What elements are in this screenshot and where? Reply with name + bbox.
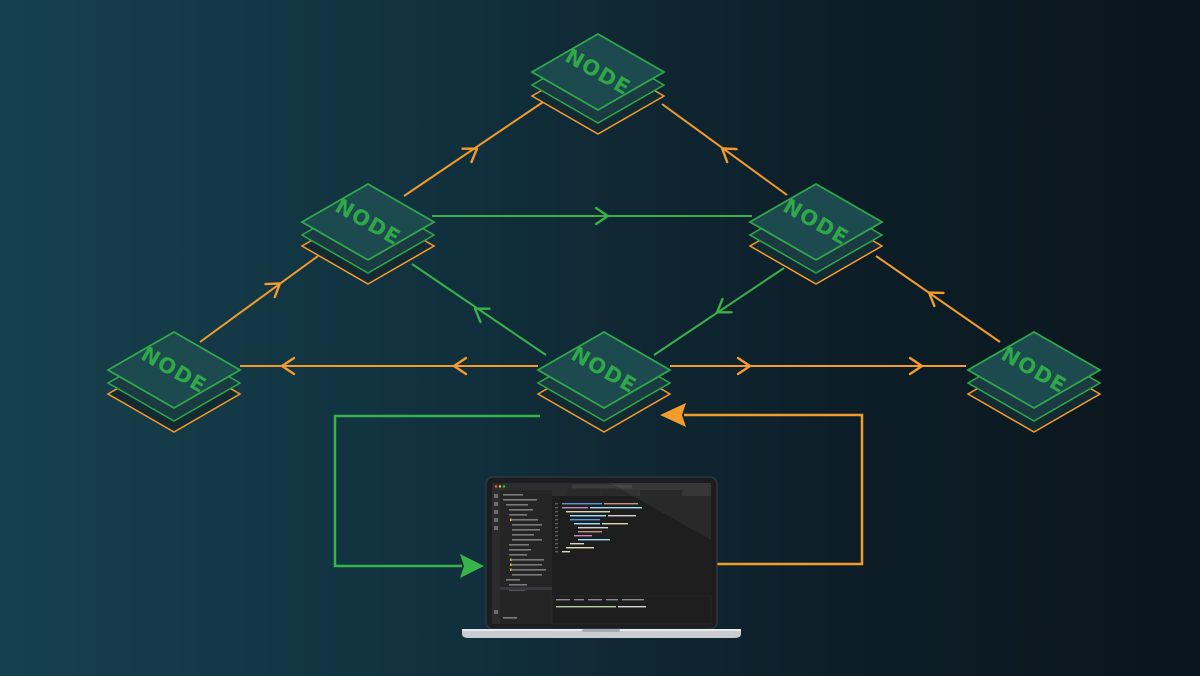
flow-node-to-laptop [333,414,540,568]
client-flows [333,403,864,578]
laptop-icon [462,476,741,638]
edge-upperleft-top [403,95,553,197]
edges-layer [199,95,1001,376]
edge-right-upperright [875,255,1001,343]
node-top: NODE [531,33,665,135]
node-center: NODE [537,331,671,433]
node-upper-left: NODE [301,183,435,285]
flow-arrowhead-green [460,554,484,578]
node-left: NODE [107,331,241,433]
flow-laptop-to-node [684,413,864,566]
flow-arrowhead-orange [660,403,686,427]
node-upper-right: NODE [749,183,883,285]
node-right: NODE [967,331,1101,433]
edge-left-upperleft [199,255,319,343]
